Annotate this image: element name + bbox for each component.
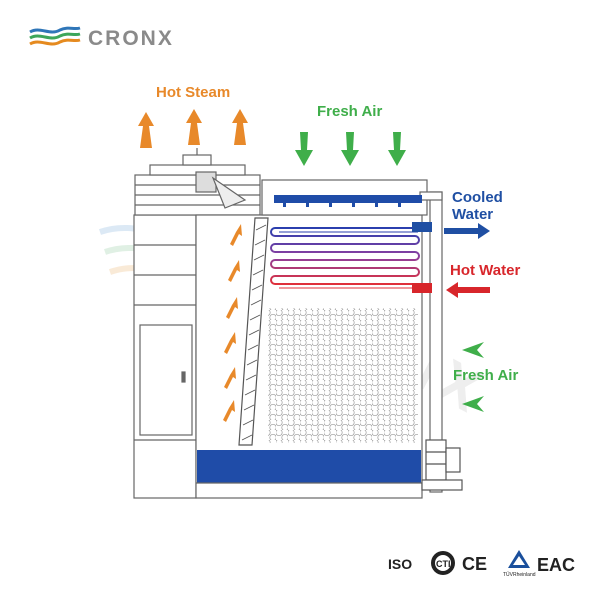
hot-steam-arrows [138,109,248,148]
tuv-badge: TÜVRheinland [503,550,536,578]
svg-text:TÜVRheinland: TÜVRheinland [503,571,536,578]
spray-nozzles [283,203,401,207]
hot-water-label: Hot Water [450,262,520,279]
water-basin [197,450,421,483]
iso-badge: ISO [388,556,412,572]
door-handle-icon [181,371,186,383]
cooled-water-arrow [444,223,490,239]
internal-airflow-arrows [223,224,242,422]
brand-wave-icon [29,26,81,46]
brand-logo: CRONX [29,26,174,50]
fan-blade-icon [211,176,247,209]
drift-eliminator [238,217,269,446]
cooled-water-label-line2: Water [452,206,493,223]
pump-icon [421,439,463,491]
hot-water-arrow [446,282,490,298]
eac-badge: EAC [537,555,575,575]
fill-media [268,308,418,443]
fan-stack [134,148,261,216]
ce-badge: CE [462,554,487,574]
tower-left-housing [133,214,197,499]
cooled-water-label-line1: Cooled [452,189,503,206]
brand-name: CRONX [88,27,174,50]
hot-steam-label: Hot Steam [156,84,230,101]
spray-header [274,195,422,203]
access-door [139,324,193,436]
certification-badges: ISO CTI CE TÜVRheinland EAC [388,550,575,578]
heat-exchange-coil [270,227,420,289]
hot-water-inlet [412,283,432,293]
cooled-water-outlet [412,222,432,232]
svg-text:CTI: CTI [436,559,451,569]
fresh-air-side-label: Fresh Air [453,367,518,384]
cti-badge: CTI [431,551,455,575]
fan-motor-icon [195,171,217,193]
fresh-air-top-label: Fresh Air [317,103,382,120]
fresh-air-top-arrows [295,132,406,166]
fresh-air-side-arrows [462,342,484,412]
